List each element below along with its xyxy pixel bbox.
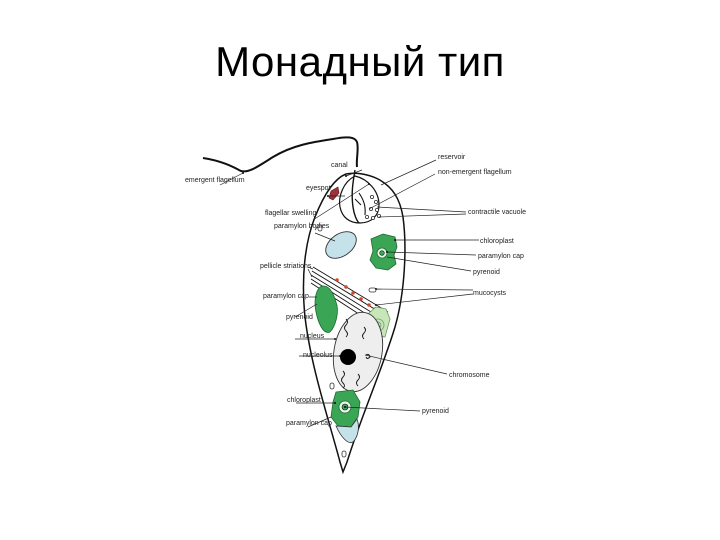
label-reservoir: reservoir	[438, 154, 466, 161]
reservoir-shape	[338, 175, 380, 224]
label-non-emergent-flagellum: non-emergent flagellum	[438, 169, 512, 176]
label-nucleus: nucleus	[300, 333, 325, 340]
chromosomes	[341, 318, 371, 389]
label-paramylon-bodies: paramylon bodies	[274, 223, 330, 230]
eyespot-shape	[328, 186, 340, 201]
label-paramylon-cap-right: paramylon cap	[478, 253, 524, 260]
emergent-flagellum-shape	[202, 136, 359, 173]
label-emergent-flagellum: emergent flagellum	[185, 177, 245, 184]
label-eyespot: eyespot	[306, 185, 331, 192]
label-nucleolus: nucleolus	[303, 352, 333, 359]
contractile-vacuoles	[364, 195, 381, 221]
label-contractile-vacuole: contractile vacuole	[468, 209, 526, 216]
paramylon-body	[325, 231, 357, 259]
chloroplast-left	[314, 285, 338, 333]
label-paramylon-cap-bottom: paramylon cap	[286, 420, 332, 427]
label-pellicle-striations: pellicle striations	[260, 263, 312, 270]
label-mucocysts: mucocysts	[473, 290, 507, 297]
slide-title: Монадный тип	[215, 38, 505, 85]
label-pyrenoid-right: pyrenoid	[473, 269, 500, 276]
nucleolus-shape	[340, 349, 356, 365]
label-paramylon-cap-left: paramylon cap	[263, 293, 309, 300]
label-chloroplast-bottom: chloroplast	[287, 397, 321, 404]
label-pyrenoid-bottom: pyrenoid	[422, 408, 449, 415]
label-flagellar-swelling: flagellar swelling	[265, 210, 316, 217]
label-canal: canal	[331, 162, 348, 169]
euglena-diagram: emergent flagellum canal eyespot flagell…	[183, 127, 538, 483]
label-chloroplast-top: chloroplast	[480, 238, 514, 245]
label-pyrenoid-left: pyrenoid	[286, 314, 313, 321]
label-chromosome: chromosome	[449, 372, 490, 379]
